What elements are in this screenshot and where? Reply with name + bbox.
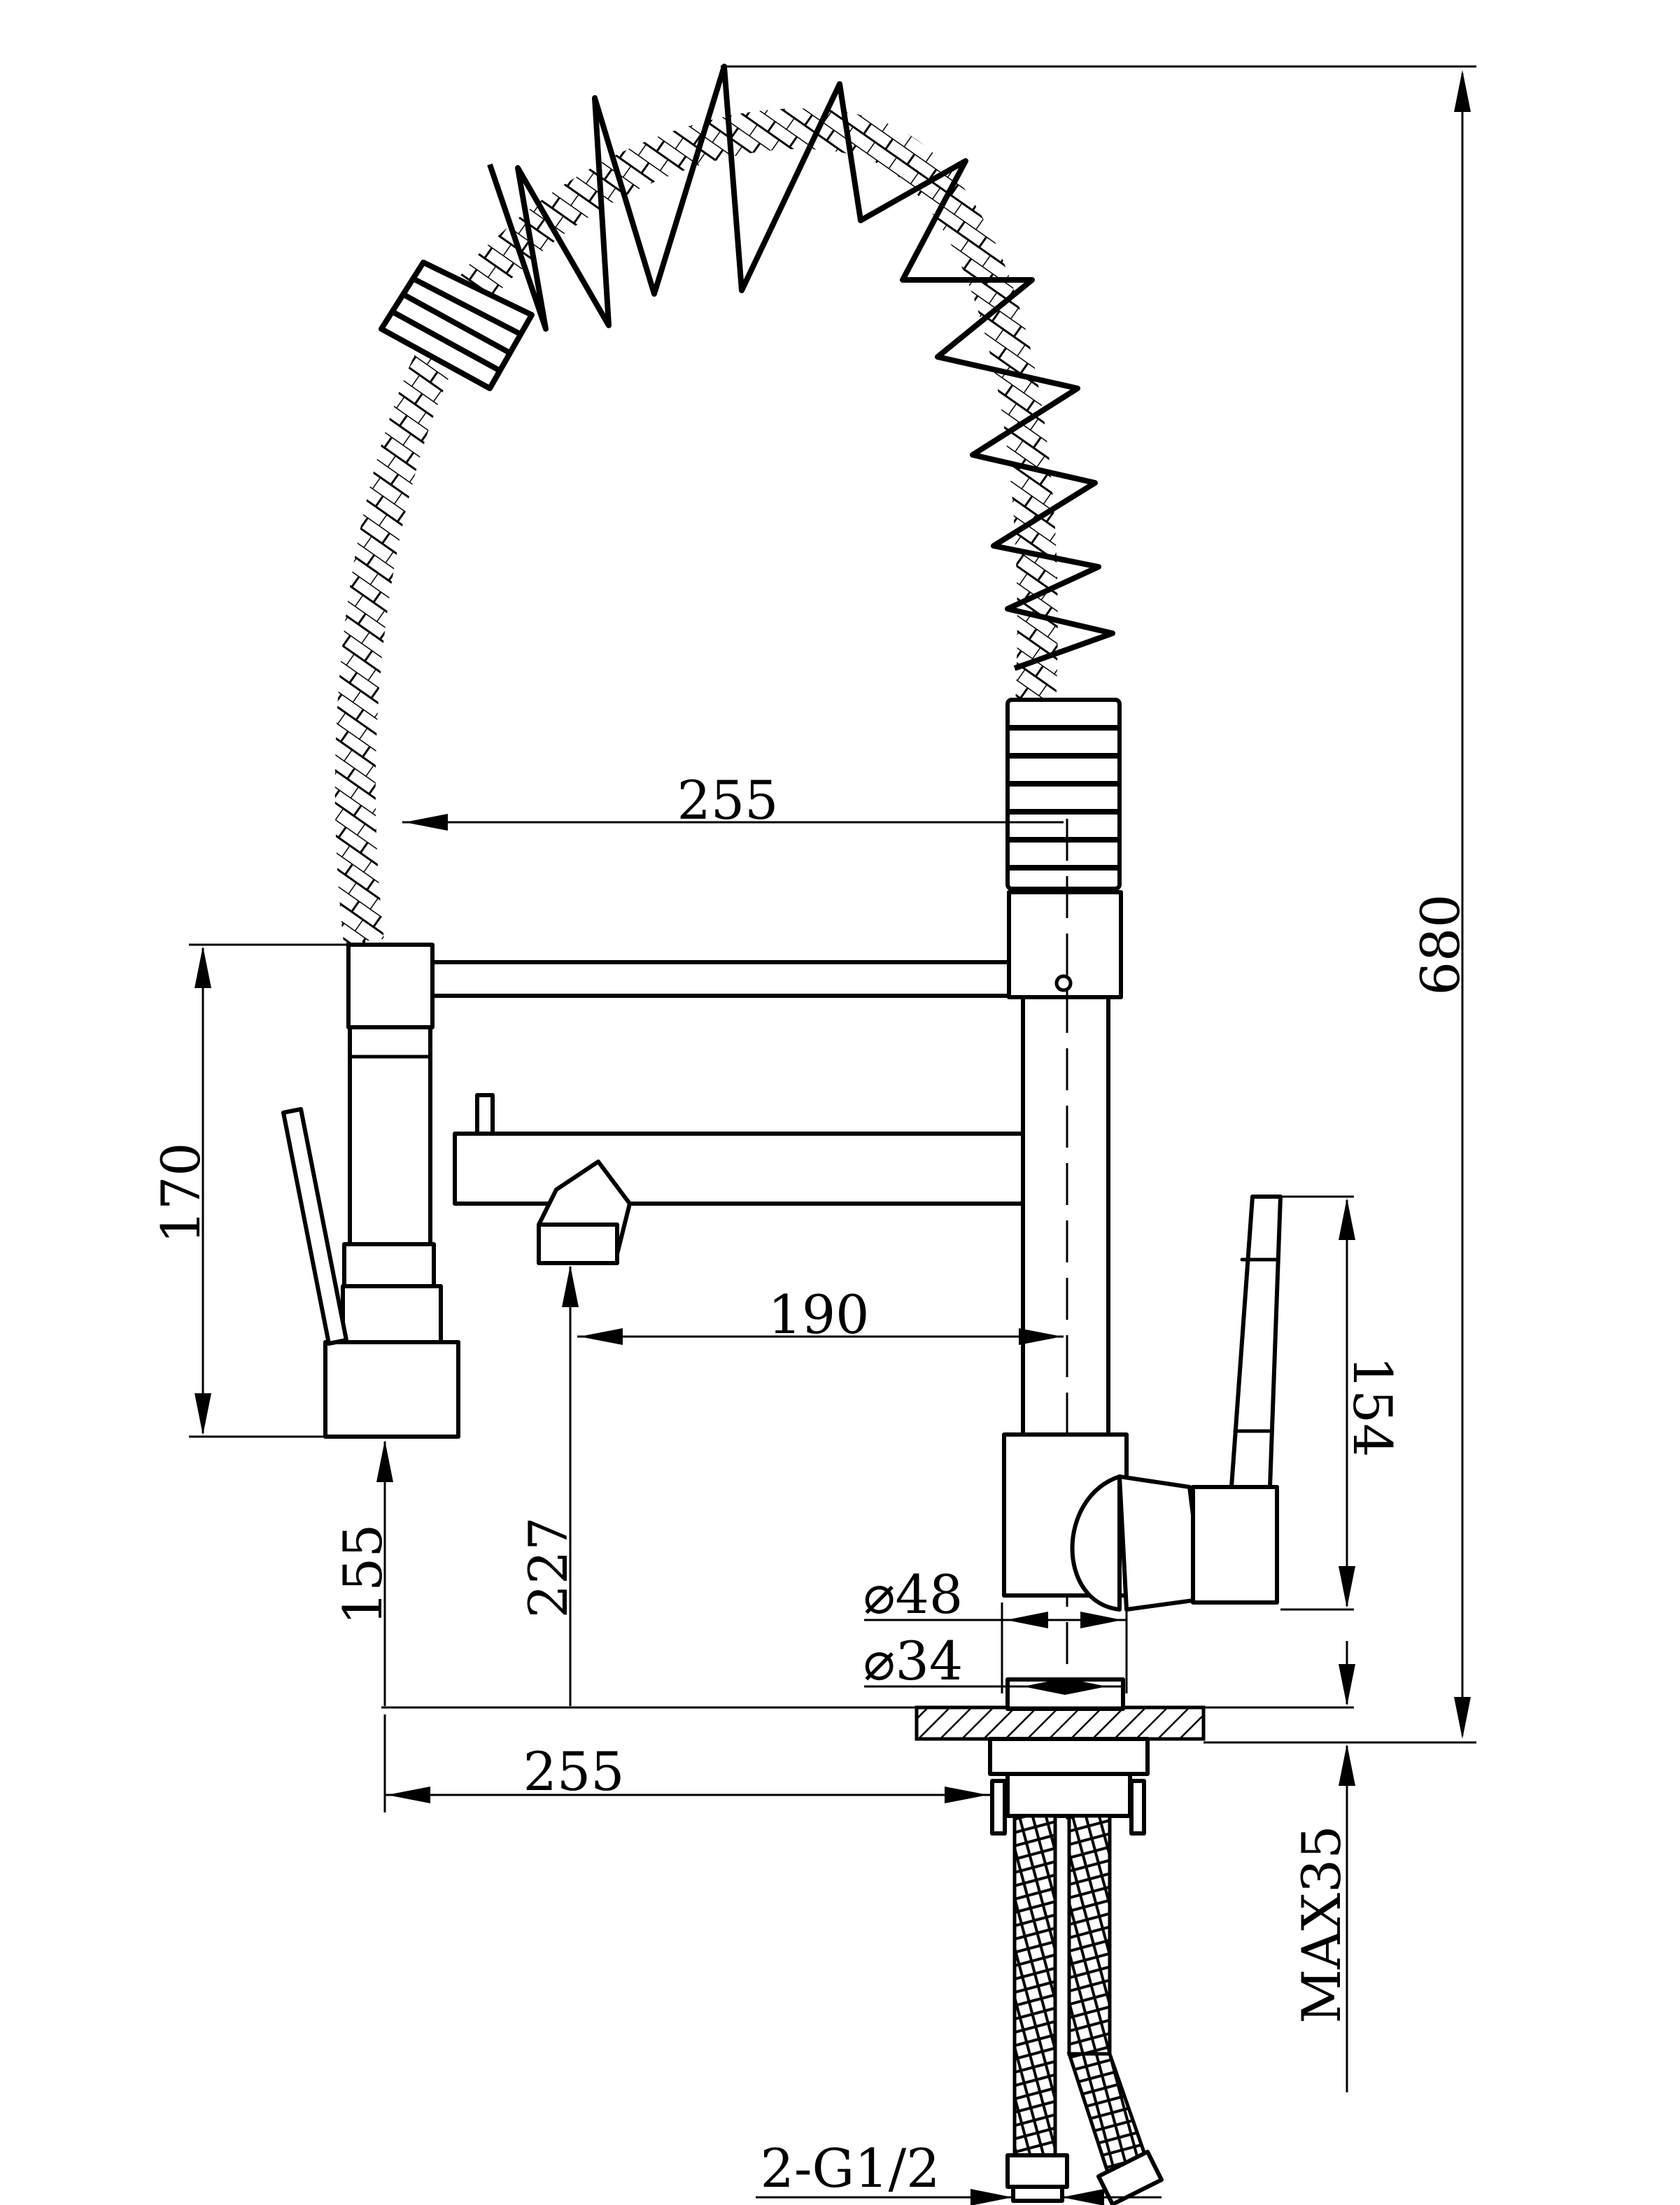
dimension-255-base: 255 bbox=[523, 1740, 624, 1803]
pull-down-hose bbox=[334, 108, 1058, 944]
mixer-handle bbox=[1070, 1195, 1283, 1612]
spout bbox=[453, 1093, 1048, 1265]
deck-mount bbox=[915, 1677, 1206, 1836]
dimension-227: 227 bbox=[517, 1516, 579, 1618]
faucet-body bbox=[1002, 819, 1129, 1819]
dimension-154: 154 bbox=[1341, 1355, 1404, 1457]
dimension-255-spray: 255 bbox=[677, 769, 778, 831]
dimension-680: 680 bbox=[1409, 894, 1471, 995]
spring-coil-right bbox=[1005, 698, 1122, 891]
supply-hoses bbox=[1005, 1814, 1164, 2205]
spray-holder-arm bbox=[428, 960, 1013, 998]
dimension-lines bbox=[189, 65, 1476, 2205]
dimension-diameter-48: ⌀48 bbox=[863, 1563, 963, 1626]
dimension-155: 155 bbox=[332, 1523, 394, 1625]
dimension-max35: MAX35 bbox=[1290, 1825, 1353, 2024]
dimension-190: 190 bbox=[768, 1283, 869, 1346]
spray-head bbox=[281, 943, 460, 1439]
spring-coil-left bbox=[379, 260, 535, 391]
dimension-170: 170 bbox=[150, 1142, 212, 1244]
dimension-diameter-34: ⌀34 bbox=[863, 1630, 963, 1692]
zigzag-spring bbox=[487, 64, 1115, 671]
connection-label: 2-G1/2 bbox=[760, 2137, 940, 2199]
